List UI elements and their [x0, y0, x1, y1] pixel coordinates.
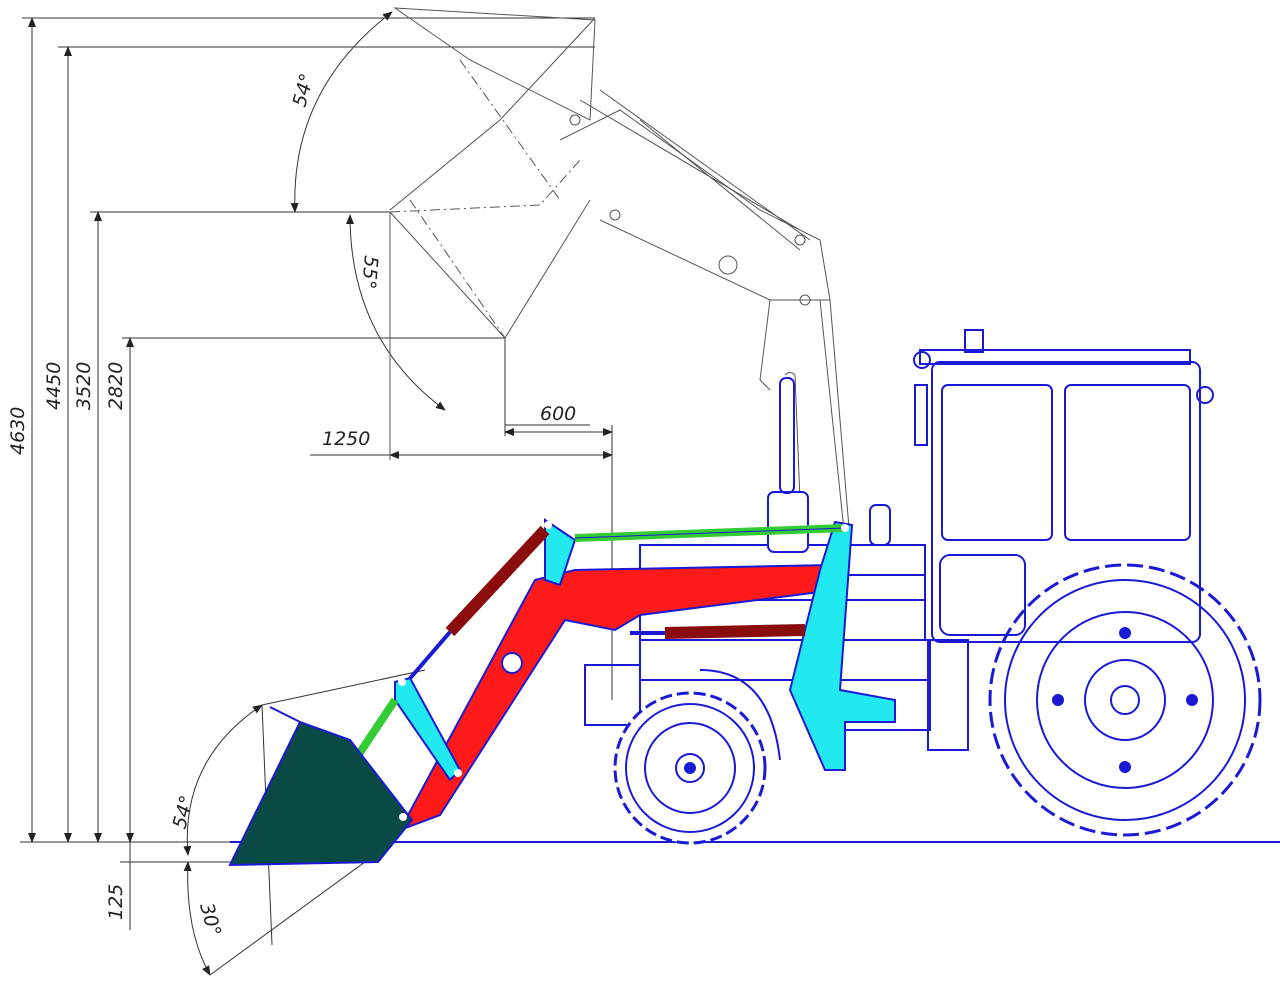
tractor [584, 329, 1262, 845]
dim-2820: 2820 [105, 362, 127, 410]
dim-3520: 3520 [73, 362, 95, 410]
bucket-link [394, 676, 462, 782]
horizontal-dimensions: 1250 600 [310, 212, 613, 700]
bellcrank [544, 518, 577, 587]
dim-600: 600 [540, 403, 576, 425]
rear-wheel [988, 563, 1262, 837]
front-wheel [613, 691, 767, 845]
tilt-cylinder [445, 525, 550, 637]
front-loader [228, 518, 896, 867]
dim-4630: 4630 [7, 407, 29, 455]
raised-loader-outline [389, 7, 851, 541]
angle-55: 55° [357, 255, 382, 290]
angle-54-top: 54° [289, 71, 319, 109]
height-dimensions: 4630 4450 3520 2820 125 [7, 17, 595, 930]
dim-1250: 1250 [322, 428, 370, 450]
angle-30: 30° [195, 901, 225, 939]
lift-cylinder [664, 624, 806, 639]
dim-125: 125 [105, 884, 127, 920]
mounting-bracket [788, 520, 896, 771]
dim-4450: 4450 [43, 362, 65, 410]
bucket [228, 720, 414, 867]
angle-54-bottom: 54° [169, 793, 199, 831]
angle-arcs: 54° 55° 54° 30° [169, 11, 446, 976]
